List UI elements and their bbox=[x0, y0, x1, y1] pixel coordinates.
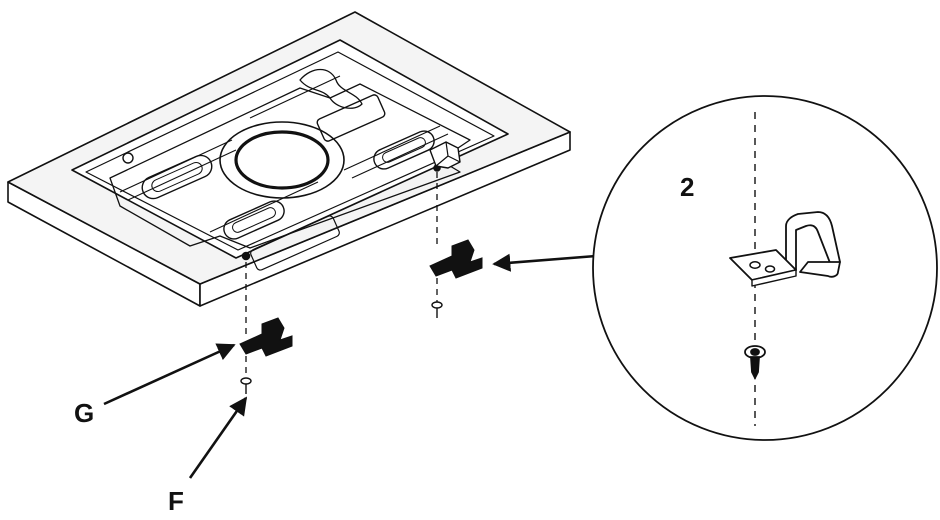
tray-hole-left bbox=[122, 152, 134, 164]
detail-view bbox=[592, 95, 938, 441]
arrow-g bbox=[103, 343, 236, 406]
arrow-f bbox=[188, 396, 248, 479]
tray-wire-channel bbox=[299, 68, 363, 109]
tray-recess-floor bbox=[85, 51, 495, 251]
center-ring-inner bbox=[234, 130, 330, 190]
clip-bracket-left bbox=[239, 317, 293, 357]
slot-bottom-inner bbox=[232, 207, 276, 233]
slot-right bbox=[373, 130, 435, 170]
center-ring-outer bbox=[219, 121, 345, 199]
detail-screw-shank bbox=[750, 356, 760, 381]
label-f: F bbox=[168, 486, 184, 516]
detail-hole-screw bbox=[749, 261, 761, 269]
detail-screw bbox=[744, 345, 766, 381]
detail-screw-slot bbox=[750, 348, 760, 356]
screw-left bbox=[240, 377, 252, 394]
clip-bracket-icon bbox=[429, 239, 483, 279]
detail-clip-bracket bbox=[729, 211, 841, 287]
tray-ribs bbox=[119, 75, 449, 233]
ceiling-tray bbox=[7, 11, 571, 307]
label-g: G bbox=[74, 398, 94, 428]
label-2: 2 bbox=[680, 172, 694, 202]
arrow-detail bbox=[492, 253, 597, 272]
slot-bottom-long bbox=[250, 215, 340, 271]
tray-hole-front bbox=[241, 251, 251, 261]
slot-right-inner bbox=[382, 137, 426, 163]
clip-bracket-icon bbox=[239, 317, 293, 357]
slot-bottom bbox=[223, 200, 285, 240]
detail-clip-base-edge bbox=[751, 269, 797, 287]
detail-hole-secondary bbox=[764, 265, 776, 273]
screw-right bbox=[431, 301, 443, 318]
detail-clip-back bbox=[785, 211, 841, 271]
screw-icon bbox=[240, 377, 252, 385]
detail-clip-front bbox=[799, 261, 841, 278]
tray-clip-mount-fold bbox=[435, 141, 461, 167]
screw-icon bbox=[431, 301, 443, 309]
assembly-guide-lines bbox=[245, 172, 438, 378]
tray-recess-rim bbox=[71, 39, 509, 259]
clip-bracket-right bbox=[429, 239, 483, 279]
slot-top bbox=[316, 94, 386, 142]
